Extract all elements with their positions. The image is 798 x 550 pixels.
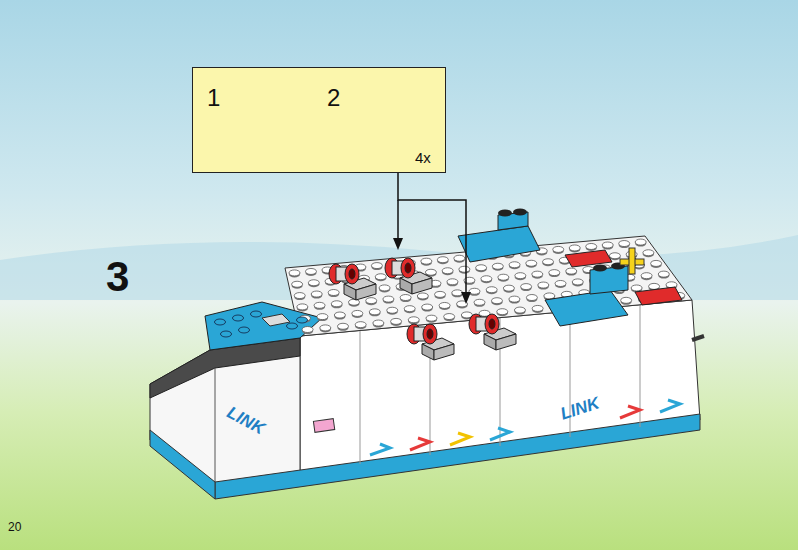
callout-leader: [398, 173, 466, 294]
step-number: 3: [106, 256, 129, 298]
sticker-text: LINK: [558, 394, 601, 422]
hull-stripe: [215, 414, 700, 499]
hull-bow: [150, 338, 300, 496]
sticker-text: LINK: [224, 404, 267, 438]
sub-step-number: 1: [207, 86, 220, 110]
sub-step-number: 2: [327, 86, 340, 110]
blue-plate: [205, 302, 322, 350]
quantity-label: 4x: [415, 150, 431, 165]
callout-box: 1 2 4x: [192, 67, 446, 173]
page-number: 20: [8, 521, 21, 533]
